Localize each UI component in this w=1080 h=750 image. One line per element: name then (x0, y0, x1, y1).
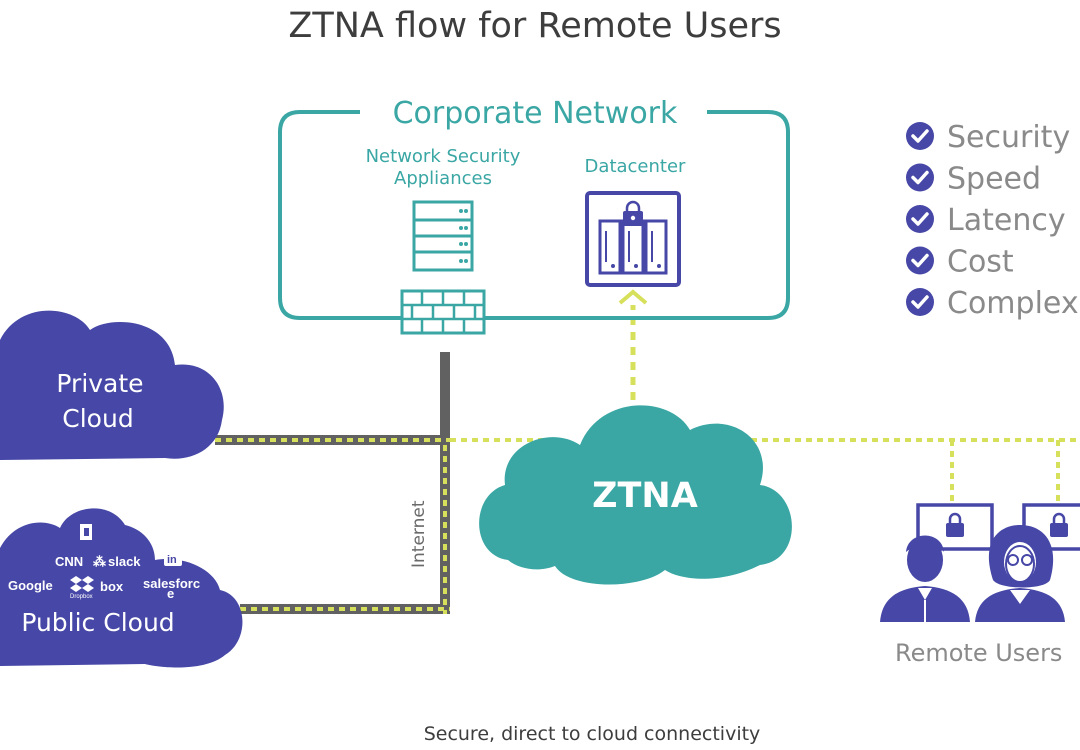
private-cloud-label-line1: Private (56, 369, 143, 398)
corporate-network-border (278, 110, 790, 320)
benefit-label: Speed (947, 162, 1041, 197)
appliances-label-line2: Appliances (394, 168, 492, 189)
male-user-icon (880, 535, 970, 622)
private-cloud-shape (0, 310, 224, 460)
ztna-cloud: ZTNA (479, 405, 792, 585)
svg-text:in: in (167, 554, 177, 566)
linkedin-logo: in (164, 550, 182, 566)
benefit-item: Latency (906, 203, 1066, 238)
office-logo (80, 524, 92, 540)
dropbox-logo-icon (70, 576, 94, 592)
monitor-1-icon (916, 503, 994, 551)
salesforce-logo-line2: e (167, 586, 174, 601)
slack-logo: slack (108, 554, 141, 569)
remote-users-label: Remote Users (895, 639, 1062, 667)
cnn-logo: CNN (55, 554, 83, 569)
checkmark-icon (911, 129, 929, 143)
benefit-item: Speed (906, 162, 1041, 197)
appliances-label-line1: Network Security (366, 146, 521, 167)
diagram-title: ZTNA flow for Remote Users (288, 6, 781, 46)
corporate-network-label: Corporate Network (393, 96, 678, 131)
benefit-label: Complex (947, 286, 1079, 321)
diagram-caption: Secure, direct to cloud connectivity (424, 723, 761, 745)
internet-label: Internet (409, 500, 429, 568)
checkmark-icon (911, 253, 929, 268)
remote-users: Remote Users (880, 503, 1080, 667)
benefit-label: Latency (947, 203, 1066, 238)
salesforce-logo-line1: salesforc (143, 576, 200, 591)
datacenter-lock-icon (623, 200, 643, 226)
checkmark-icon (911, 212, 929, 226)
public-cloud: CNN ⁂ slack in Google Dropbox box salesf… (0, 508, 243, 668)
box-logo: box (100, 579, 124, 594)
datacenter-label: Datacenter (585, 156, 686, 177)
check-circle-icon (906, 205, 934, 233)
corporate-network: Corporate Network Network Security Appli… (278, 96, 790, 335)
check-circle-icon (906, 288, 934, 316)
benefit-item: Cost (906, 245, 1014, 280)
check-circle-icon (906, 246, 934, 275)
public-cloud-shape (0, 508, 243, 668)
public-cloud-label: Public Cloud (21, 608, 174, 637)
ztna-cloud-shape (479, 405, 792, 585)
private-cloud: Private Cloud (0, 310, 224, 460)
female-user-icon (975, 525, 1065, 622)
benefit-label: Cost (947, 245, 1014, 280)
slack-logo-icon: ⁂ (93, 554, 106, 569)
checkmark-icon (911, 295, 929, 309)
benefit-item: Complex (906, 286, 1079, 321)
benefit-item: Security (906, 120, 1070, 155)
private-cloud-link (215, 435, 450, 445)
google-logo: Google (8, 578, 53, 593)
server-stack-icon (412, 200, 474, 272)
datacenter-icon (585, 191, 681, 287)
benefit-label: Security (947, 120, 1070, 155)
datacenter-arrowhead (618, 289, 648, 305)
private-cloud-label-line2: Cloud (62, 404, 133, 433)
check-circle-icon (906, 122, 934, 150)
ztna-label: ZTNA (592, 476, 698, 516)
check-circle-icon (906, 163, 934, 192)
checkmark-icon (911, 170, 929, 185)
firewall-icon (400, 289, 486, 335)
dropbox-logo-label: Dropbox (70, 594, 93, 600)
